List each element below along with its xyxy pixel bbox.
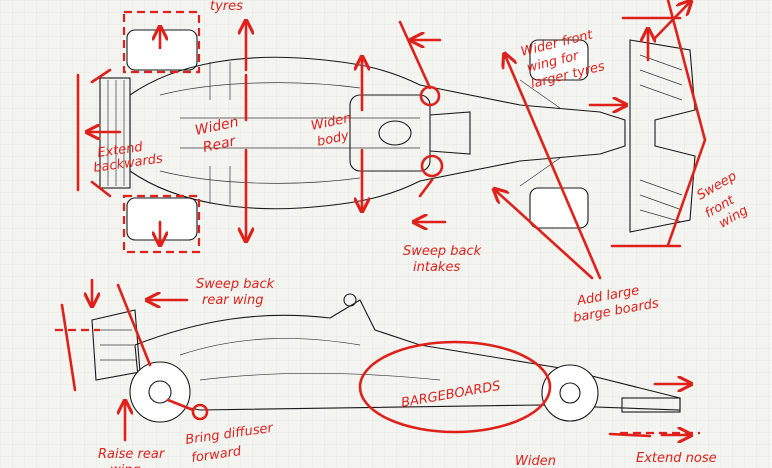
label-raise-rear-1: Raise rear [98,447,166,462]
side-view-car [91,293,681,423]
annotation-marks [55,0,707,440]
widen-tyre-bottom-box [122,194,201,254]
front-wing-top-view [629,39,696,233]
front-wheel-side [541,364,599,422]
rear-tyre-bottom [126,197,198,241]
bargeboards-ellipse [358,340,552,434]
front-tyre-bottom [529,187,589,229]
label-extend-nose: Extend nose [636,451,717,466]
label-widen-bottom: Widen [515,454,556,468]
widen-tyre-top-box [122,10,201,74]
label-sweep-intakes-1: Sweep back [403,244,482,259]
rear-tyre-top [126,29,198,71]
label-sweep-intakes-2: intakes [413,260,460,275]
top-view-car [99,29,696,241]
label-tyres: tyres [210,0,243,14]
front-wing-side [621,397,681,413]
rear-wheel-side [129,361,191,423]
front-tyre-top [529,39,589,81]
label-bring-diffuser-2: forward [190,444,242,466]
label-widen-body-2: body [316,128,351,149]
cockpit [378,120,412,146]
label-extend-backwards-1: Extend [96,140,144,161]
label-widen-rear-2: Rear [202,133,239,156]
label-raise-rear-2: wing [110,463,141,468]
label-sweep-rear-wing-2: rear wing [202,293,264,308]
engine-cover [349,94,431,172]
label-sweep-rear-wing-1: Sweep back [196,277,275,292]
